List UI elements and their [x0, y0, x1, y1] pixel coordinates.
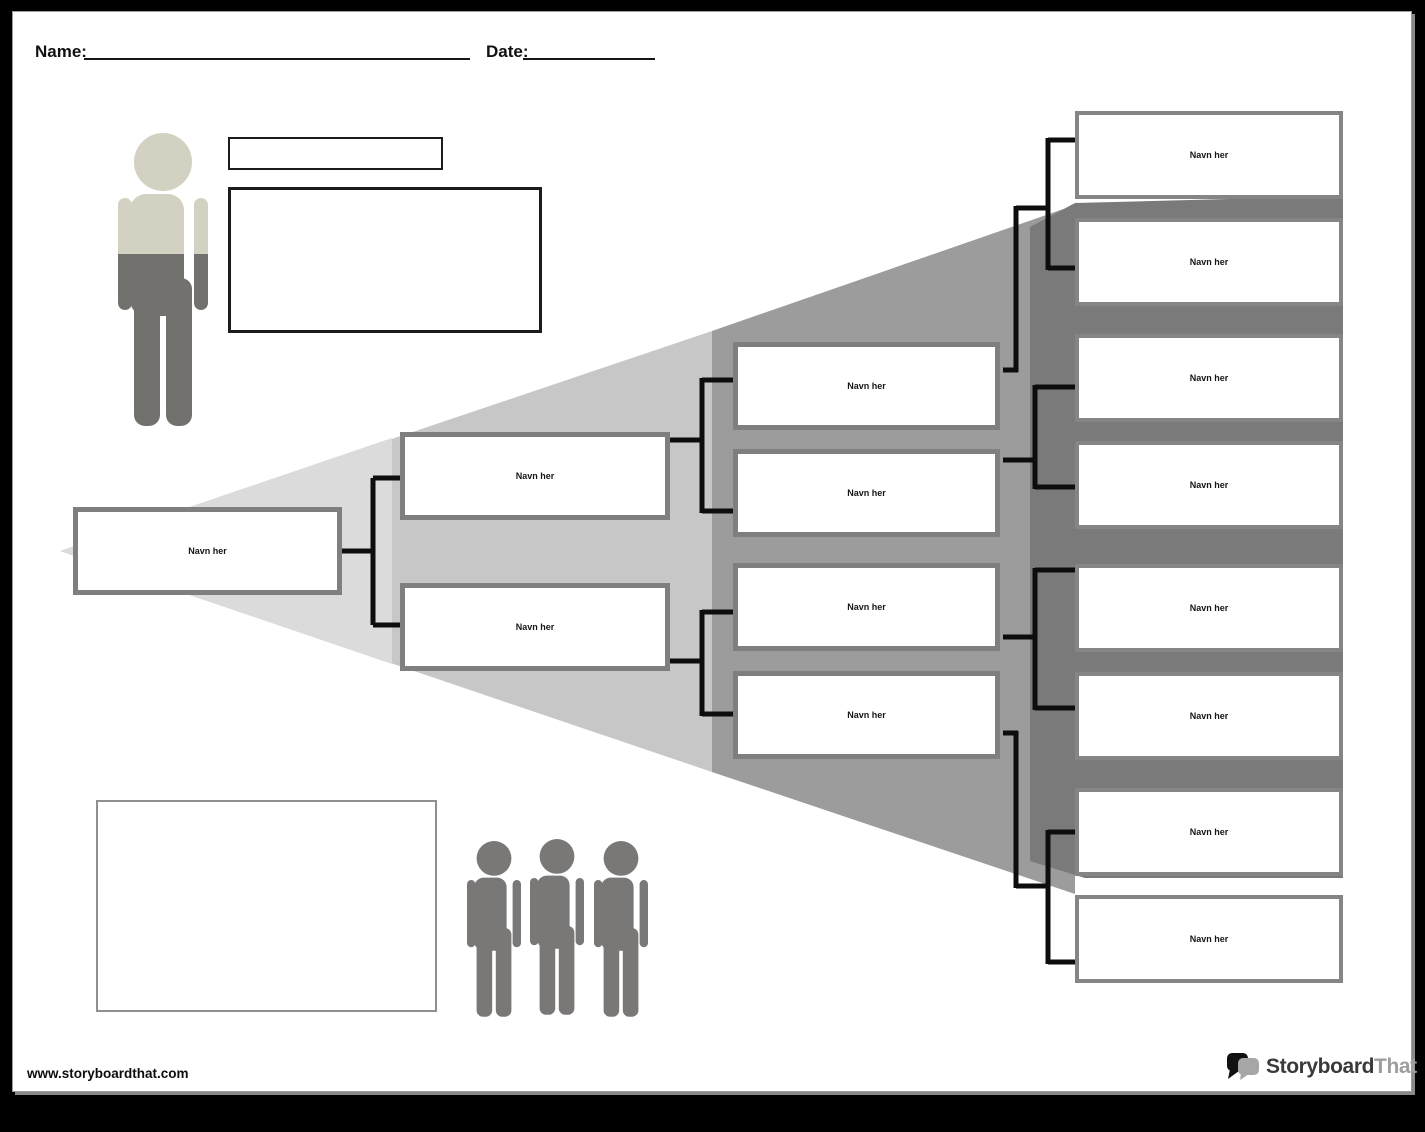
storyboardthat-logo: StoryboardThat — [1226, 1051, 1417, 1083]
speech-bubbles-icon — [1227, 1053, 1259, 1080]
tree-box-gen3-1[interactable]: Navn her — [733, 342, 1000, 430]
name-line[interactable] — [84, 58, 470, 60]
logo-text-primary: Storyboard — [1266, 1055, 1375, 1078]
tree-box-gen3-2[interactable]: Navn her — [733, 449, 1000, 537]
logo-text: StoryboardThat — [1266, 1055, 1417, 1079]
tree-box-gen4-3[interactable]: Navn her — [1075, 334, 1343, 422]
tree-box-gen4-8[interactable]: Navn her — [1075, 895, 1343, 983]
tree-box-gen4-1[interactable]: Navn her — [1075, 111, 1343, 199]
tree-box-gen2-2[interactable]: Navn her — [400, 583, 670, 671]
tree-box-gen4-4[interactable]: Navn her — [1075, 441, 1343, 529]
tree-box-gen2-1[interactable]: Navn her — [400, 432, 670, 520]
tree-box-gen4-2[interactable]: Navn her — [1075, 218, 1343, 306]
logo-text-secondary: That — [1374, 1055, 1417, 1078]
website-url: www.storyboardthat.com — [27, 1066, 189, 1081]
date-label: Date: — [486, 42, 529, 61]
tree-box-gen4-7[interactable]: Navn her — [1075, 788, 1343, 876]
portrait-title-field[interactable] — [228, 137, 443, 170]
bottom-notes-field[interactable] — [96, 800, 437, 1012]
date-line[interactable] — [523, 58, 655, 60]
tree-box-gen3-4[interactable]: Navn her — [733, 671, 1000, 759]
portrait-notes-field[interactable] — [228, 187, 542, 333]
name-label: Name: — [35, 42, 87, 61]
tree-box-gen3-3[interactable]: Navn her — [733, 563, 1000, 651]
tree-box-gen4-6[interactable]: Navn her — [1075, 672, 1343, 760]
tree-box-gen4-5[interactable]: Navn her — [1075, 564, 1343, 652]
tree-box-gen1-1[interactable]: Navn her — [73, 507, 342, 595]
